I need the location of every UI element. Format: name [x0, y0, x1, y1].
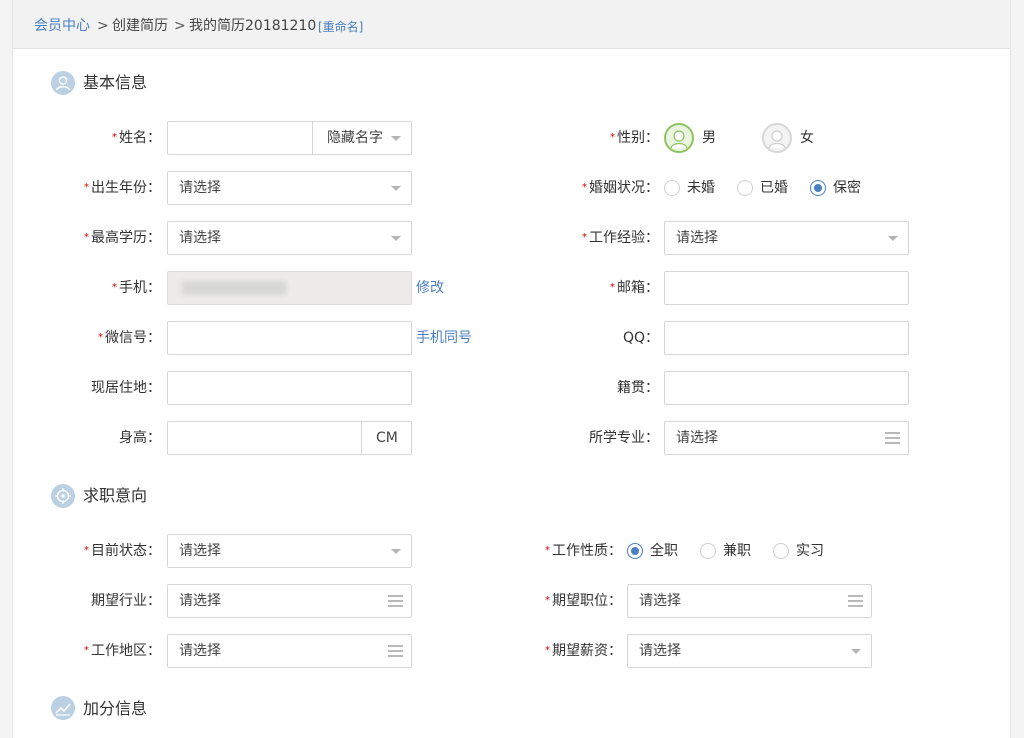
- phone-edit-link[interactable]: 修改: [416, 280, 444, 296]
- breadcrumb-current: 我的简历20181210: [189, 18, 317, 34]
- chevron-down-icon: [391, 549, 401, 554]
- position-select[interactable]: 请选择: [627, 584, 872, 618]
- major-label: 所学专业：: [589, 430, 659, 446]
- marital-option-label: 未婚: [687, 180, 715, 196]
- experience-select[interactable]: 请选择: [664, 221, 909, 255]
- position-label: *期望职位：: [545, 593, 622, 609]
- status-label: *目前状态：: [84, 543, 161, 559]
- position-value: 请选择: [639, 593, 681, 609]
- trend-chart-icon: [51, 696, 75, 720]
- height-input[interactable]: CM: [167, 421, 412, 455]
- breadcrumb: 会员中心 > 创建简历 > 我的简历20181210 [重命名]: [13, 0, 1010, 49]
- residence-label: 现居住地：: [91, 380, 161, 396]
- list-menu-icon: [885, 432, 900, 444]
- native-place-label: 籍贯：: [617, 380, 659, 396]
- name-field[interactable]: 隐藏名字: [167, 121, 412, 155]
- breadcrumb-separator: >: [174, 18, 186, 34]
- list-menu-icon: [388, 595, 403, 607]
- female-avatar-icon[interactable]: [762, 123, 792, 153]
- qq-input[interactable]: [664, 321, 909, 355]
- chevron-down-icon: [391, 236, 401, 241]
- location-select[interactable]: 请选择: [167, 634, 412, 668]
- job-type-option-label: 实习: [796, 543, 824, 559]
- breadcrumb-create[interactable]: 创建简历: [112, 18, 168, 34]
- gender-male-label[interactable]: 男: [702, 130, 716, 146]
- education-select[interactable]: 请选择: [167, 221, 412, 255]
- location-label: *工作地区：: [84, 643, 161, 659]
- marital-radio-married[interactable]: [737, 180, 753, 196]
- job-type-radio-parttime[interactable]: [700, 543, 716, 559]
- salary-label: *期望薪资：: [545, 643, 622, 659]
- hide-name-select[interactable]: 隐藏名字: [327, 130, 383, 146]
- education-label: *最高学历：: [84, 230, 161, 246]
- major-select[interactable]: 请选择: [664, 421, 909, 455]
- birth-year-select[interactable]: 请选择: [167, 171, 412, 205]
- gender-label: *性别：: [610, 130, 659, 146]
- marital-option-label: 保密: [833, 180, 861, 196]
- name-label: *姓名：: [112, 130, 161, 146]
- breadcrumb-home-link[interactable]: 会员中心: [34, 18, 90, 34]
- location-value: 请选择: [179, 643, 221, 659]
- breadcrumb-separator: >: [97, 18, 109, 34]
- industry-label: 期望行业：: [91, 593, 161, 609]
- email-input[interactable]: [664, 271, 909, 305]
- salary-value: 请选择: [639, 643, 681, 659]
- wechat-label: *微信号：: [98, 330, 161, 346]
- industry-select[interactable]: 请选择: [167, 584, 412, 618]
- gender-female-label[interactable]: 女: [800, 130, 814, 146]
- experience-value: 请选择: [676, 230, 718, 246]
- industry-value: 请选择: [179, 593, 221, 609]
- chevron-down-icon: [851, 649, 861, 654]
- email-label: *邮箱：: [610, 280, 659, 296]
- birth-year-value: 请选择: [179, 180, 221, 196]
- wechat-same-as-phone-link[interactable]: 手机同号: [416, 330, 472, 346]
- job-type-radio-internship[interactable]: [773, 543, 789, 559]
- job-type-radio-fulltime[interactable]: [627, 543, 643, 559]
- chevron-down-icon: [888, 236, 898, 241]
- education-value: 请选择: [179, 230, 221, 246]
- height-label: 身高：: [119, 430, 161, 446]
- chevron-down-icon: [391, 136, 401, 141]
- marital-radio-secret[interactable]: [810, 180, 826, 196]
- marital-radio-single[interactable]: [664, 180, 680, 196]
- chevron-down-icon: [391, 186, 401, 191]
- status-value: 请选择: [179, 543, 221, 559]
- section-title-bonus: 加分信息: [83, 699, 148, 718]
- target-icon: [51, 484, 75, 508]
- user-icon: [51, 71, 75, 95]
- residence-input[interactable]: [167, 371, 412, 405]
- marital-option-label: 已婚: [760, 180, 788, 196]
- divider: [361, 422, 362, 454]
- section-title-basic: 基本信息: [83, 73, 148, 92]
- redacted-phone: [182, 281, 287, 295]
- list-menu-icon: [848, 595, 863, 607]
- birth-year-label: *出生年份：: [84, 180, 161, 196]
- male-avatar-icon[interactable]: [664, 123, 694, 153]
- list-menu-icon: [388, 645, 403, 657]
- experience-label: *工作经验：: [582, 230, 659, 246]
- rename-link[interactable]: [重命名]: [318, 20, 364, 34]
- wechat-input[interactable]: [167, 321, 412, 355]
- resume-panel: 会员中心 > 创建简历 > 我的简历20181210 [重命名] 基本信息 *姓…: [12, 0, 1011, 738]
- salary-select[interactable]: 请选择: [627, 634, 872, 668]
- native-place-input[interactable]: [664, 371, 909, 405]
- marital-label: *婚姻状况：: [582, 180, 659, 196]
- qq-label: QQ：: [622, 330, 659, 346]
- divider: [312, 122, 313, 154]
- status-select[interactable]: 请选择: [167, 534, 412, 568]
- phone-label: *手机：: [112, 280, 161, 296]
- height-unit: CM: [376, 430, 398, 446]
- job-type-label: *工作性质：: [545, 543, 622, 559]
- major-value: 请选择: [676, 430, 718, 446]
- job-type-option-label: 全职: [650, 543, 678, 559]
- job-type-option-label: 兼职: [723, 543, 751, 559]
- phone-field[interactable]: [167, 271, 412, 305]
- section-title-intent: 求职意向: [83, 486, 148, 505]
